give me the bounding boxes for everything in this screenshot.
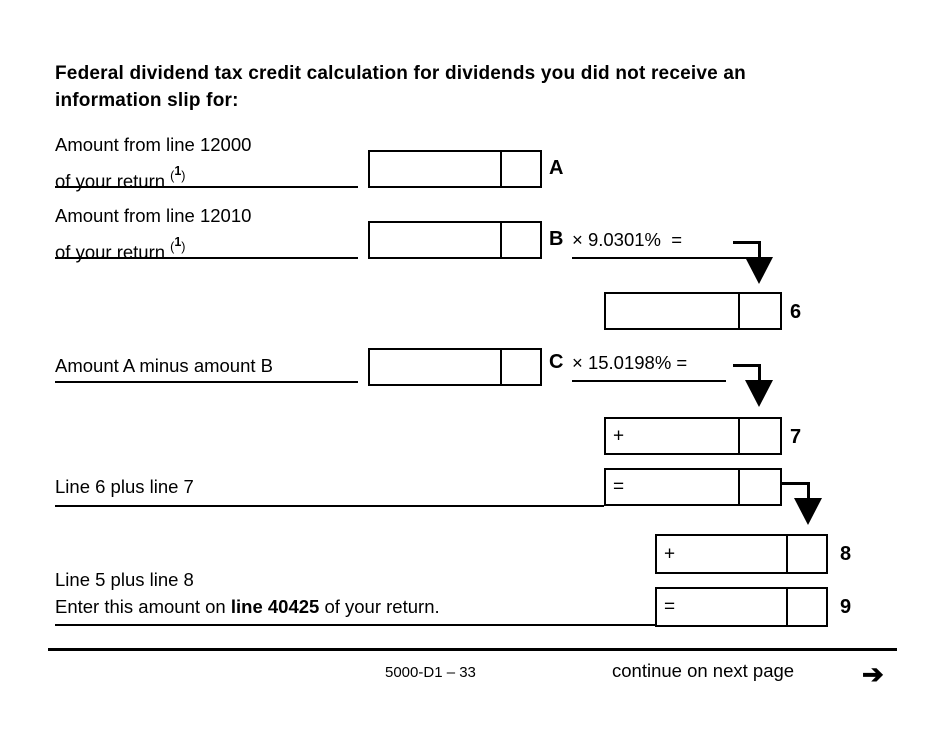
footer-divider (48, 648, 897, 651)
arrow-right-icon: ➔ (862, 659, 884, 689)
row-line9-label: Line 5 plus line 8 Enter this amount on l… (55, 566, 655, 620)
row-line9-label-line1: Line 5 plus line 8 (55, 569, 194, 590)
row-b-rate: × 9.0301% = (572, 229, 683, 250)
line-7-number: 7 (790, 426, 802, 448)
row-b-box-divider (500, 223, 502, 257)
row-b-label-line1: Amount from line 12010 (55, 205, 252, 226)
row-b-letter: B (549, 228, 564, 250)
row-c-rate: × 15.0198% = (572, 352, 688, 373)
row-c-underline (55, 381, 358, 383)
line-9-box-divider (786, 589, 788, 625)
form-code: 5000-D1 – 33 (385, 664, 476, 681)
line-7-operator: + (613, 425, 625, 447)
arrow-to-line-6 (733, 241, 793, 293)
row-c-label: Amount A minus amount B (55, 355, 274, 376)
line-6-number: 6 (790, 301, 802, 323)
row-c-amount-box[interactable] (368, 348, 542, 386)
arrow-to-line-7 (733, 364, 793, 416)
row-a-underline (55, 186, 358, 188)
row-a-letter: A (549, 157, 564, 179)
row-line9-underline (55, 624, 655, 626)
row-line8-underline (55, 505, 604, 507)
line-9-number: 9 (840, 596, 852, 618)
row-line8-label: Line 6 plus line 7 (55, 476, 194, 497)
row-b-footnote: (1) (170, 235, 186, 255)
arrow-to-line-8 (782, 482, 842, 534)
row-a-label-line1: Amount from line 12000 (55, 134, 252, 155)
row-line9-label-line2-prefix: Enter this amount on (55, 596, 231, 617)
line-7-box-divider (738, 419, 740, 453)
line-6-box-divider (738, 294, 740, 328)
row-line9-label-line-reference: line 40425 (230, 596, 320, 617)
row-a-label: Amount from line 12000 of your return (1) (55, 131, 365, 194)
row-b-label-line2: of your return (55, 241, 166, 263)
row-b-label: Amount from line 12010 of your return (1) (55, 202, 365, 265)
row-c-letter: C (549, 351, 564, 373)
line8-sum-box[interactable]: = (604, 468, 782, 506)
line-6-amount-box[interactable] (604, 292, 782, 330)
line-9-operator: = (664, 596, 676, 618)
row-a-footnote: (1) (170, 164, 186, 184)
line-8-operator: + (664, 543, 676, 565)
row-b-rate-underline (572, 257, 755, 259)
continue-next-page-label: continue on next page (612, 660, 795, 681)
row-b-underline (55, 257, 358, 259)
row-line9-label-line2-suffix: of your return. (319, 596, 440, 617)
row-c-rate-underline (572, 380, 726, 382)
line8-sum-operator: = (613, 476, 625, 498)
line-8-number: 8 (840, 543, 852, 565)
row-b-amount-box[interactable] (368, 221, 542, 259)
row-c-box-divider (500, 350, 502, 384)
page-title: Federal dividend tax credit calculation … (55, 63, 746, 111)
row-a-label-line2: of your return (55, 170, 166, 192)
line-8-box-divider (786, 536, 788, 572)
line8-sum-box-divider (738, 470, 740, 504)
line-8-amount-box[interactable]: + (655, 534, 828, 574)
line-7-amount-box[interactable]: + (604, 417, 782, 455)
row-a-amount-box[interactable] (368, 150, 542, 188)
row-a-box-divider (500, 152, 502, 186)
line-9-amount-box[interactable]: = (655, 587, 828, 627)
